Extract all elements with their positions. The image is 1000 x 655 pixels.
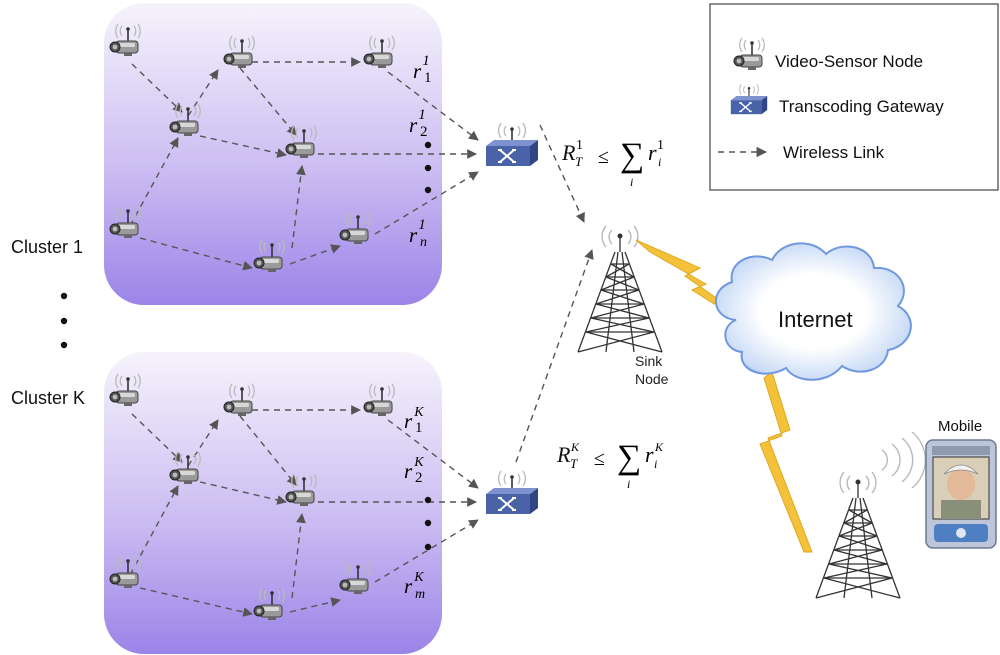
svg-text:∑: ∑ bbox=[620, 137, 644, 174]
svg-text:i: i bbox=[627, 477, 630, 491]
cluster-1-rate-labels: r1 1 r1 2 r1 n bbox=[409, 53, 432, 250]
ellipsis-dots bbox=[60, 141, 432, 551]
svg-text:R: R bbox=[556, 442, 571, 467]
svg-text:r1: r1 bbox=[409, 107, 426, 137]
svg-text:T: T bbox=[575, 154, 583, 169]
svg-text:i: i bbox=[654, 457, 657, 471]
wireless-links bbox=[129, 57, 594, 617]
equation-cluster-1: R 1 T ≤ ∑ i r 1 i bbox=[561, 137, 664, 189]
cluster-1-label: Cluster 1 bbox=[11, 237, 83, 257]
svg-text:i: i bbox=[658, 155, 661, 169]
svg-text:Internet: Internet bbox=[778, 307, 853, 332]
legend-label-gateway: Transcoding Gateway bbox=[779, 97, 944, 116]
lightning-icon bbox=[635, 239, 724, 305]
svg-text:≤: ≤ bbox=[598, 146, 609, 168]
svg-text:r1: r1 bbox=[409, 217, 426, 247]
svg-text:≤: ≤ bbox=[594, 448, 605, 470]
base-station-tower-icon bbox=[815, 471, 901, 599]
svg-text:1: 1 bbox=[576, 138, 583, 153]
legend-label-link: Wireless Link bbox=[783, 143, 885, 162]
svg-text:rK: rK bbox=[404, 405, 424, 433]
svg-text:T: T bbox=[570, 456, 578, 471]
legend-label-sensor: Video-Sensor Node bbox=[775, 52, 923, 71]
sink-label-line2: Node bbox=[635, 371, 669, 387]
transcoding-gateway-cluster-k bbox=[485, 470, 539, 515]
svg-text:K: K bbox=[654, 440, 664, 454]
svg-text:1: 1 bbox=[415, 420, 423, 436]
svg-text:R: R bbox=[561, 140, 576, 165]
svg-text:rK: rK bbox=[404, 570, 424, 598]
svg-text:2: 2 bbox=[420, 124, 428, 140]
svg-text:n: n bbox=[420, 235, 427, 250]
svg-text:i: i bbox=[630, 175, 633, 189]
mobile-label: Mobile bbox=[938, 418, 982, 435]
mobile-device-icon bbox=[925, 439, 997, 549]
lightning-icon bbox=[759, 371, 813, 553]
internet-cloud-icon: Internet bbox=[714, 242, 912, 381]
sink-label-line1: Sink bbox=[635, 353, 663, 369]
sink-tower-icon bbox=[577, 225, 663, 353]
svg-text:m: m bbox=[415, 587, 425, 602]
equation-cluster-k: R K T ≤ ∑ i r K i bbox=[556, 439, 664, 491]
svg-text:2: 2 bbox=[415, 470, 423, 486]
legend: Video-Sensor Node Transcoding Gateway Wi… bbox=[709, 3, 999, 191]
svg-text:r1: r1 bbox=[413, 53, 430, 83]
signal-arcs-icon bbox=[881, 431, 926, 489]
transcoding-gateway-cluster-1 bbox=[485, 122, 539, 167]
svg-text:∑: ∑ bbox=[617, 439, 641, 476]
cluster-k-label: Cluster K bbox=[11, 388, 85, 408]
svg-text:1: 1 bbox=[657, 138, 664, 153]
svg-text:r: r bbox=[648, 140, 657, 165]
svg-text:K: K bbox=[570, 440, 580, 454]
svg-text:1: 1 bbox=[424, 70, 432, 86]
svg-text:r: r bbox=[645, 442, 654, 467]
svg-text:rK: rK bbox=[404, 455, 424, 483]
